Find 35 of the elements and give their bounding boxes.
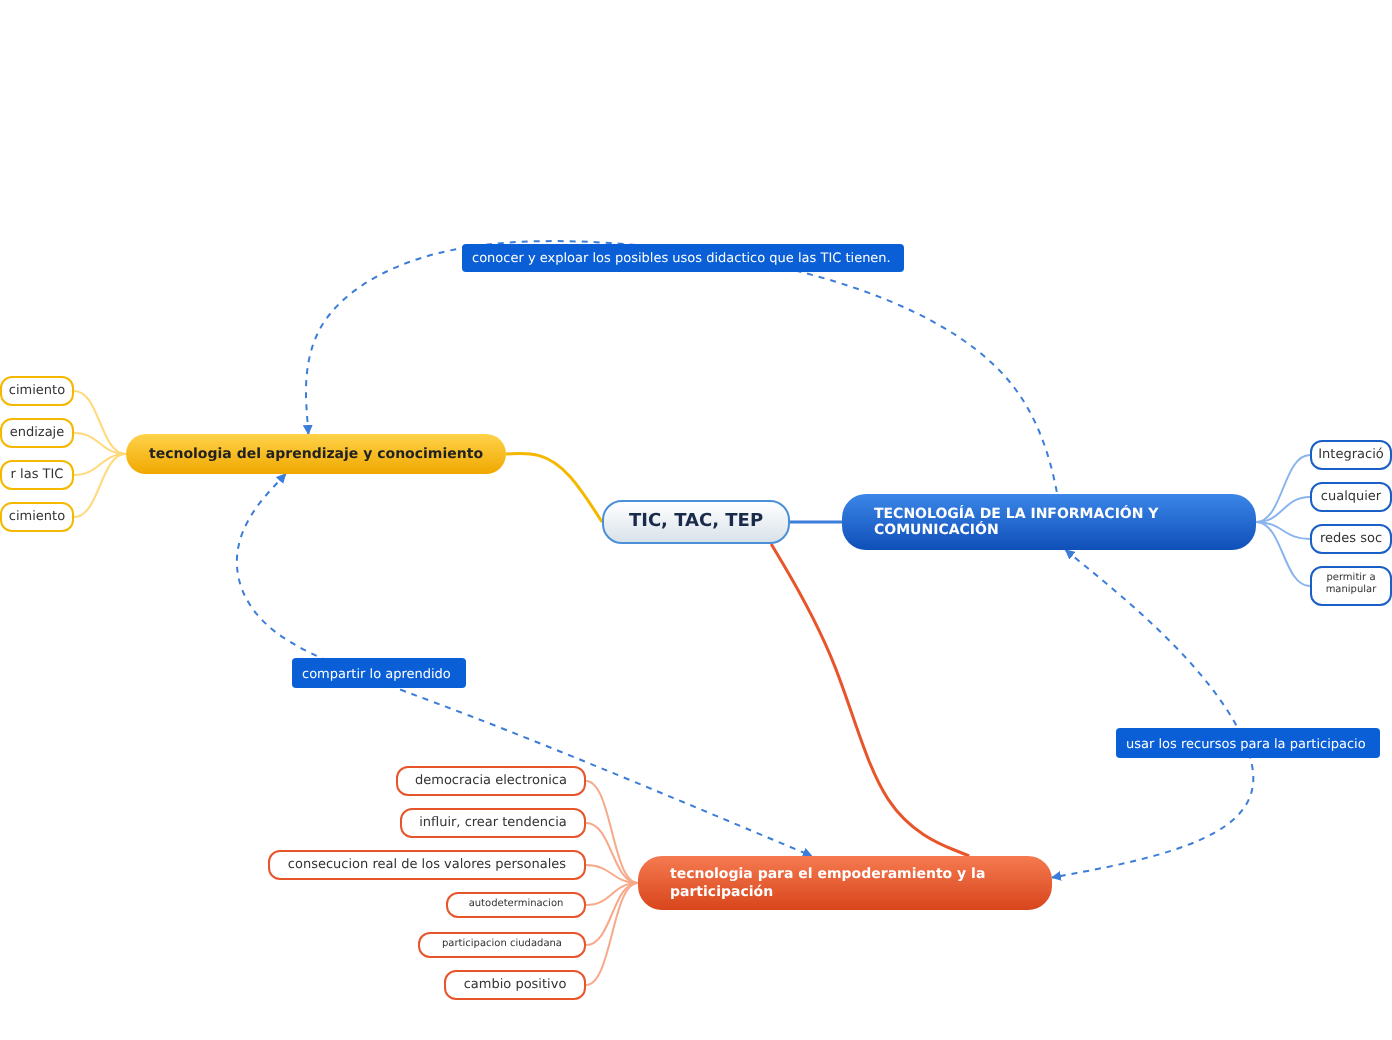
subtopic — [418, 932, 586, 958]
central-topic — [602, 500, 790, 544]
branch-line — [73, 390, 127, 455]
branch-line — [1255, 521, 1311, 587]
branch-line — [1255, 454, 1311, 523]
subtopic — [1310, 482, 1392, 512]
dashed-relationship-arrow — [235, 473, 813, 858]
branch-line — [769, 543, 970, 858]
subtopic — [444, 970, 586, 1000]
subtopic — [0, 376, 74, 406]
main-topic — [638, 856, 1052, 910]
branch-line — [585, 822, 639, 884]
subtopic — [396, 766, 586, 796]
subtopic — [0, 418, 74, 448]
subtopic — [446, 892, 586, 918]
branch-line — [73, 453, 127, 476]
subtopic — [268, 850, 586, 880]
subtopic — [1310, 524, 1392, 554]
main-topic — [126, 434, 506, 474]
branch-line — [585, 882, 639, 986]
subtopic — [1310, 566, 1392, 606]
branch-line — [585, 882, 639, 946]
branch-line — [1255, 521, 1311, 540]
dashed-relationship-arrow — [1051, 549, 1255, 881]
main-topic — [842, 494, 1256, 550]
subtopic — [0, 502, 74, 532]
branch-line — [585, 780, 639, 884]
topic-text: TIC, TAC, TEP — [628, 511, 764, 533]
subtopic — [400, 808, 586, 838]
branch-line — [505, 451, 604, 523]
branch-line — [790, 520, 842, 524]
subtopic — [1310, 440, 1392, 470]
branch-line — [585, 882, 639, 906]
branch-line — [73, 453, 127, 518]
subtopic — [0, 460, 74, 490]
